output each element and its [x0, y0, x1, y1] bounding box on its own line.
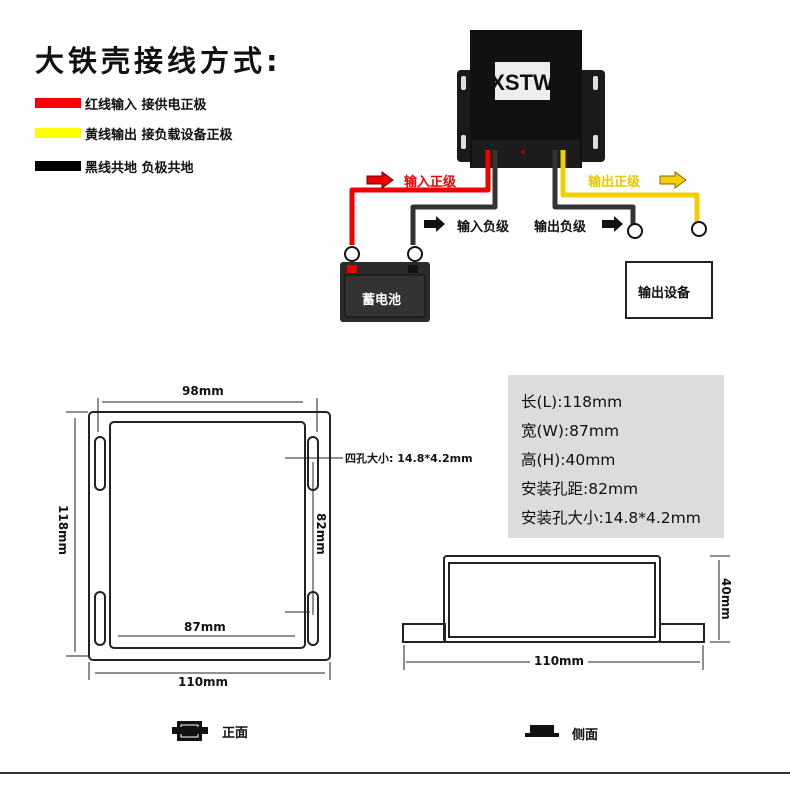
output-negative-label: 输出负级 — [534, 220, 587, 235]
legend-black: 黑线共地 负极共地 — [85, 161, 194, 176]
legend-yellow: 黄线输出 接负载设备正极 — [85, 128, 233, 143]
spec-length: 长(L):118mm — [521, 393, 623, 411]
spec-hole-spacing: 安装孔距:82mm — [521, 480, 639, 498]
plus-terminal-icon — [691, 221, 707, 237]
dim-87mm: 87mm — [184, 620, 226, 634]
device-logo: XSTW — [490, 70, 554, 95]
minus-terminal-icon — [407, 246, 423, 262]
dim-98mm: 98mm — [182, 384, 224, 398]
wires — [349, 150, 700, 245]
spec-height: 高(H):40mm — [521, 451, 616, 469]
output-device-box — [625, 261, 713, 319]
dim-110mm-side: 110mm — [530, 654, 589, 668]
legend-red: 红线输入 接供电正极 — [85, 98, 207, 113]
spec-width: 宽(W):87mm — [521, 422, 620, 440]
front-view-drawing — [88, 411, 331, 661]
side-icon — [525, 725, 559, 737]
front-icon — [172, 721, 208, 741]
red-wire-swatch — [35, 98, 81, 108]
dim-40mm: 40mm — [719, 578, 733, 620]
dim-110mm-front: 110mm — [178, 675, 229, 689]
plus-terminal-icon — [344, 246, 360, 262]
input-negative-label: 输入负级 — [457, 220, 510, 235]
side-view-drawing — [402, 555, 705, 643]
dim-118mm: 118mm — [56, 505, 70, 556]
input-positive-label: 输入正级 — [404, 175, 457, 190]
dim-82mm: 82mm — [314, 513, 328, 555]
spec-hole-size: 安装孔大小:14.8*4.2mm — [521, 509, 701, 527]
battery — [340, 262, 430, 322]
output-positive-label: 输出正级 — [588, 175, 641, 190]
hole-size-label: 四孔大小: 14.8*4.2mm — [345, 452, 473, 465]
front-caption: 正面 — [222, 726, 249, 741]
minus-terminal-icon — [627, 223, 643, 239]
spec-box: 长(L):118mm 宽(W):87mm 高(H):40mm 安装孔距:82mm… — [508, 375, 724, 538]
page-title: 大铁壳接线方式: — [35, 44, 282, 78]
battery-label: 蓄电池 — [362, 293, 402, 308]
side-caption: 侧面 — [572, 728, 599, 743]
black-wire-swatch — [35, 161, 81, 171]
yellow-wire-swatch — [35, 128, 81, 138]
output-device-label: 输出设备 — [638, 286, 691, 301]
arrow-icons — [366, 171, 687, 232]
device-unit: XSTW — [457, 30, 605, 168]
